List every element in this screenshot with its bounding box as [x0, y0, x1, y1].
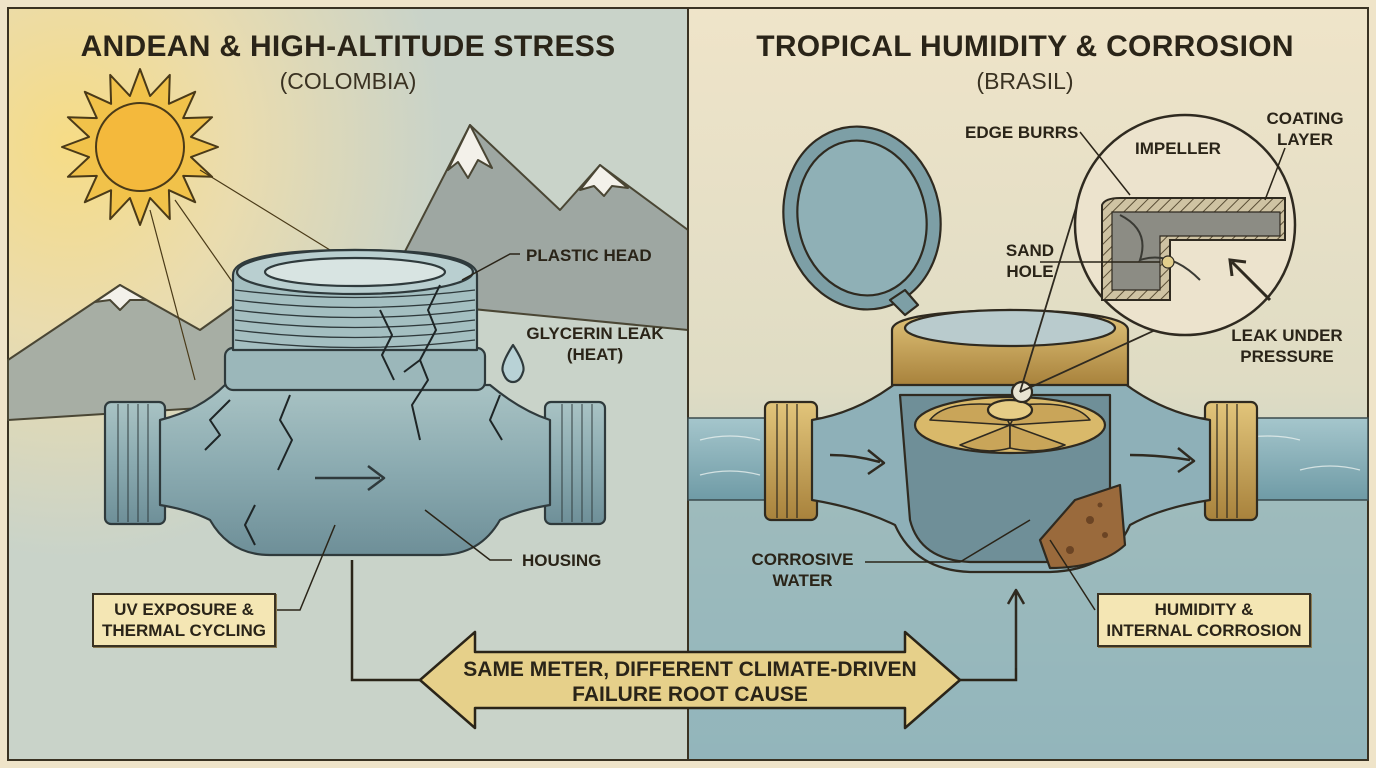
- uv-line2: THERMAL CYCLING: [101, 621, 266, 640]
- right-panel-subtitle: (BRASIL): [976, 68, 1074, 94]
- corrosive-line1: CORROSIVE: [751, 550, 854, 569]
- glycerin-leak-line1: GLYCERIN LEAK: [526, 324, 664, 343]
- left-leader-lines: [275, 253, 520, 611]
- coating-line2: LAYER: [1276, 130, 1334, 149]
- glycerin-leak-label: GLYCERIN LEAK (HEAT): [520, 323, 670, 365]
- leak-line1: LEAK UNDER: [1231, 326, 1343, 345]
- coating-layer-label: COATING LAYER: [1255, 108, 1355, 150]
- plastic-head-label: PLASTIC HEAD: [526, 246, 652, 265]
- cracked-meter-illustration: [103, 248, 607, 557]
- corrosive-water-label: CORROSIVE WATER: [740, 549, 865, 591]
- sun-icon: [61, 68, 331, 381]
- uv-line1: UV EXPOSURE &: [114, 600, 254, 619]
- banner-line1: SAME METER, DIFFERENT CLIMATE-DRIVEN: [463, 658, 917, 681]
- magnified-inset: [1019, 113, 1297, 393]
- humidity-line1: HUMIDITY &: [1154, 600, 1254, 619]
- glycerin-leak-line2: (HEAT): [566, 345, 624, 364]
- humidity-corrosion-callout: HUMIDITY & INTERNAL CORROSION: [1097, 593, 1311, 647]
- banner-text: SAME METER, DIFFERENT CLIMATE-DRIVEN FAI…: [460, 657, 920, 707]
- sand-line1: SAND: [1005, 241, 1055, 260]
- impeller-label: IMPELLER: [1135, 139, 1221, 158]
- coating-line1: COATING: [1266, 109, 1344, 128]
- right-panel-title: TROPICAL HUMIDITY & CORROSION: [756, 30, 1294, 63]
- banner-line2: FAILURE ROOT CAUSE: [572, 683, 808, 706]
- sand-line2: HOLE: [1006, 262, 1054, 281]
- edge-burrs-label: EDGE BURRS: [965, 123, 1079, 142]
- cutaway-meter-illustration: [763, 125, 1259, 668]
- housing-label: HOUSING: [522, 551, 602, 570]
- left-panel-subtitle: (COLOMBIA): [279, 68, 417, 94]
- leak-under-pressure-label: LEAK UNDER PRESSURE: [1222, 325, 1352, 367]
- humidity-line2: INTERNAL CORROSION: [1106, 621, 1302, 640]
- comparison-arrow: [350, 560, 1018, 730]
- left-panel-title: ANDEAN & HIGH-ALTITUDE STRESS: [80, 30, 616, 63]
- right-leader-lines: [865, 131, 1286, 611]
- sand-hole-label: SAND HOLE: [995, 240, 1065, 282]
- leak-line2: PRESSURE: [1240, 347, 1334, 366]
- corrosive-line2: WATER: [772, 571, 833, 590]
- uv-exposure-callout: UV EXPOSURE & THERMAL CYCLING: [92, 593, 276, 647]
